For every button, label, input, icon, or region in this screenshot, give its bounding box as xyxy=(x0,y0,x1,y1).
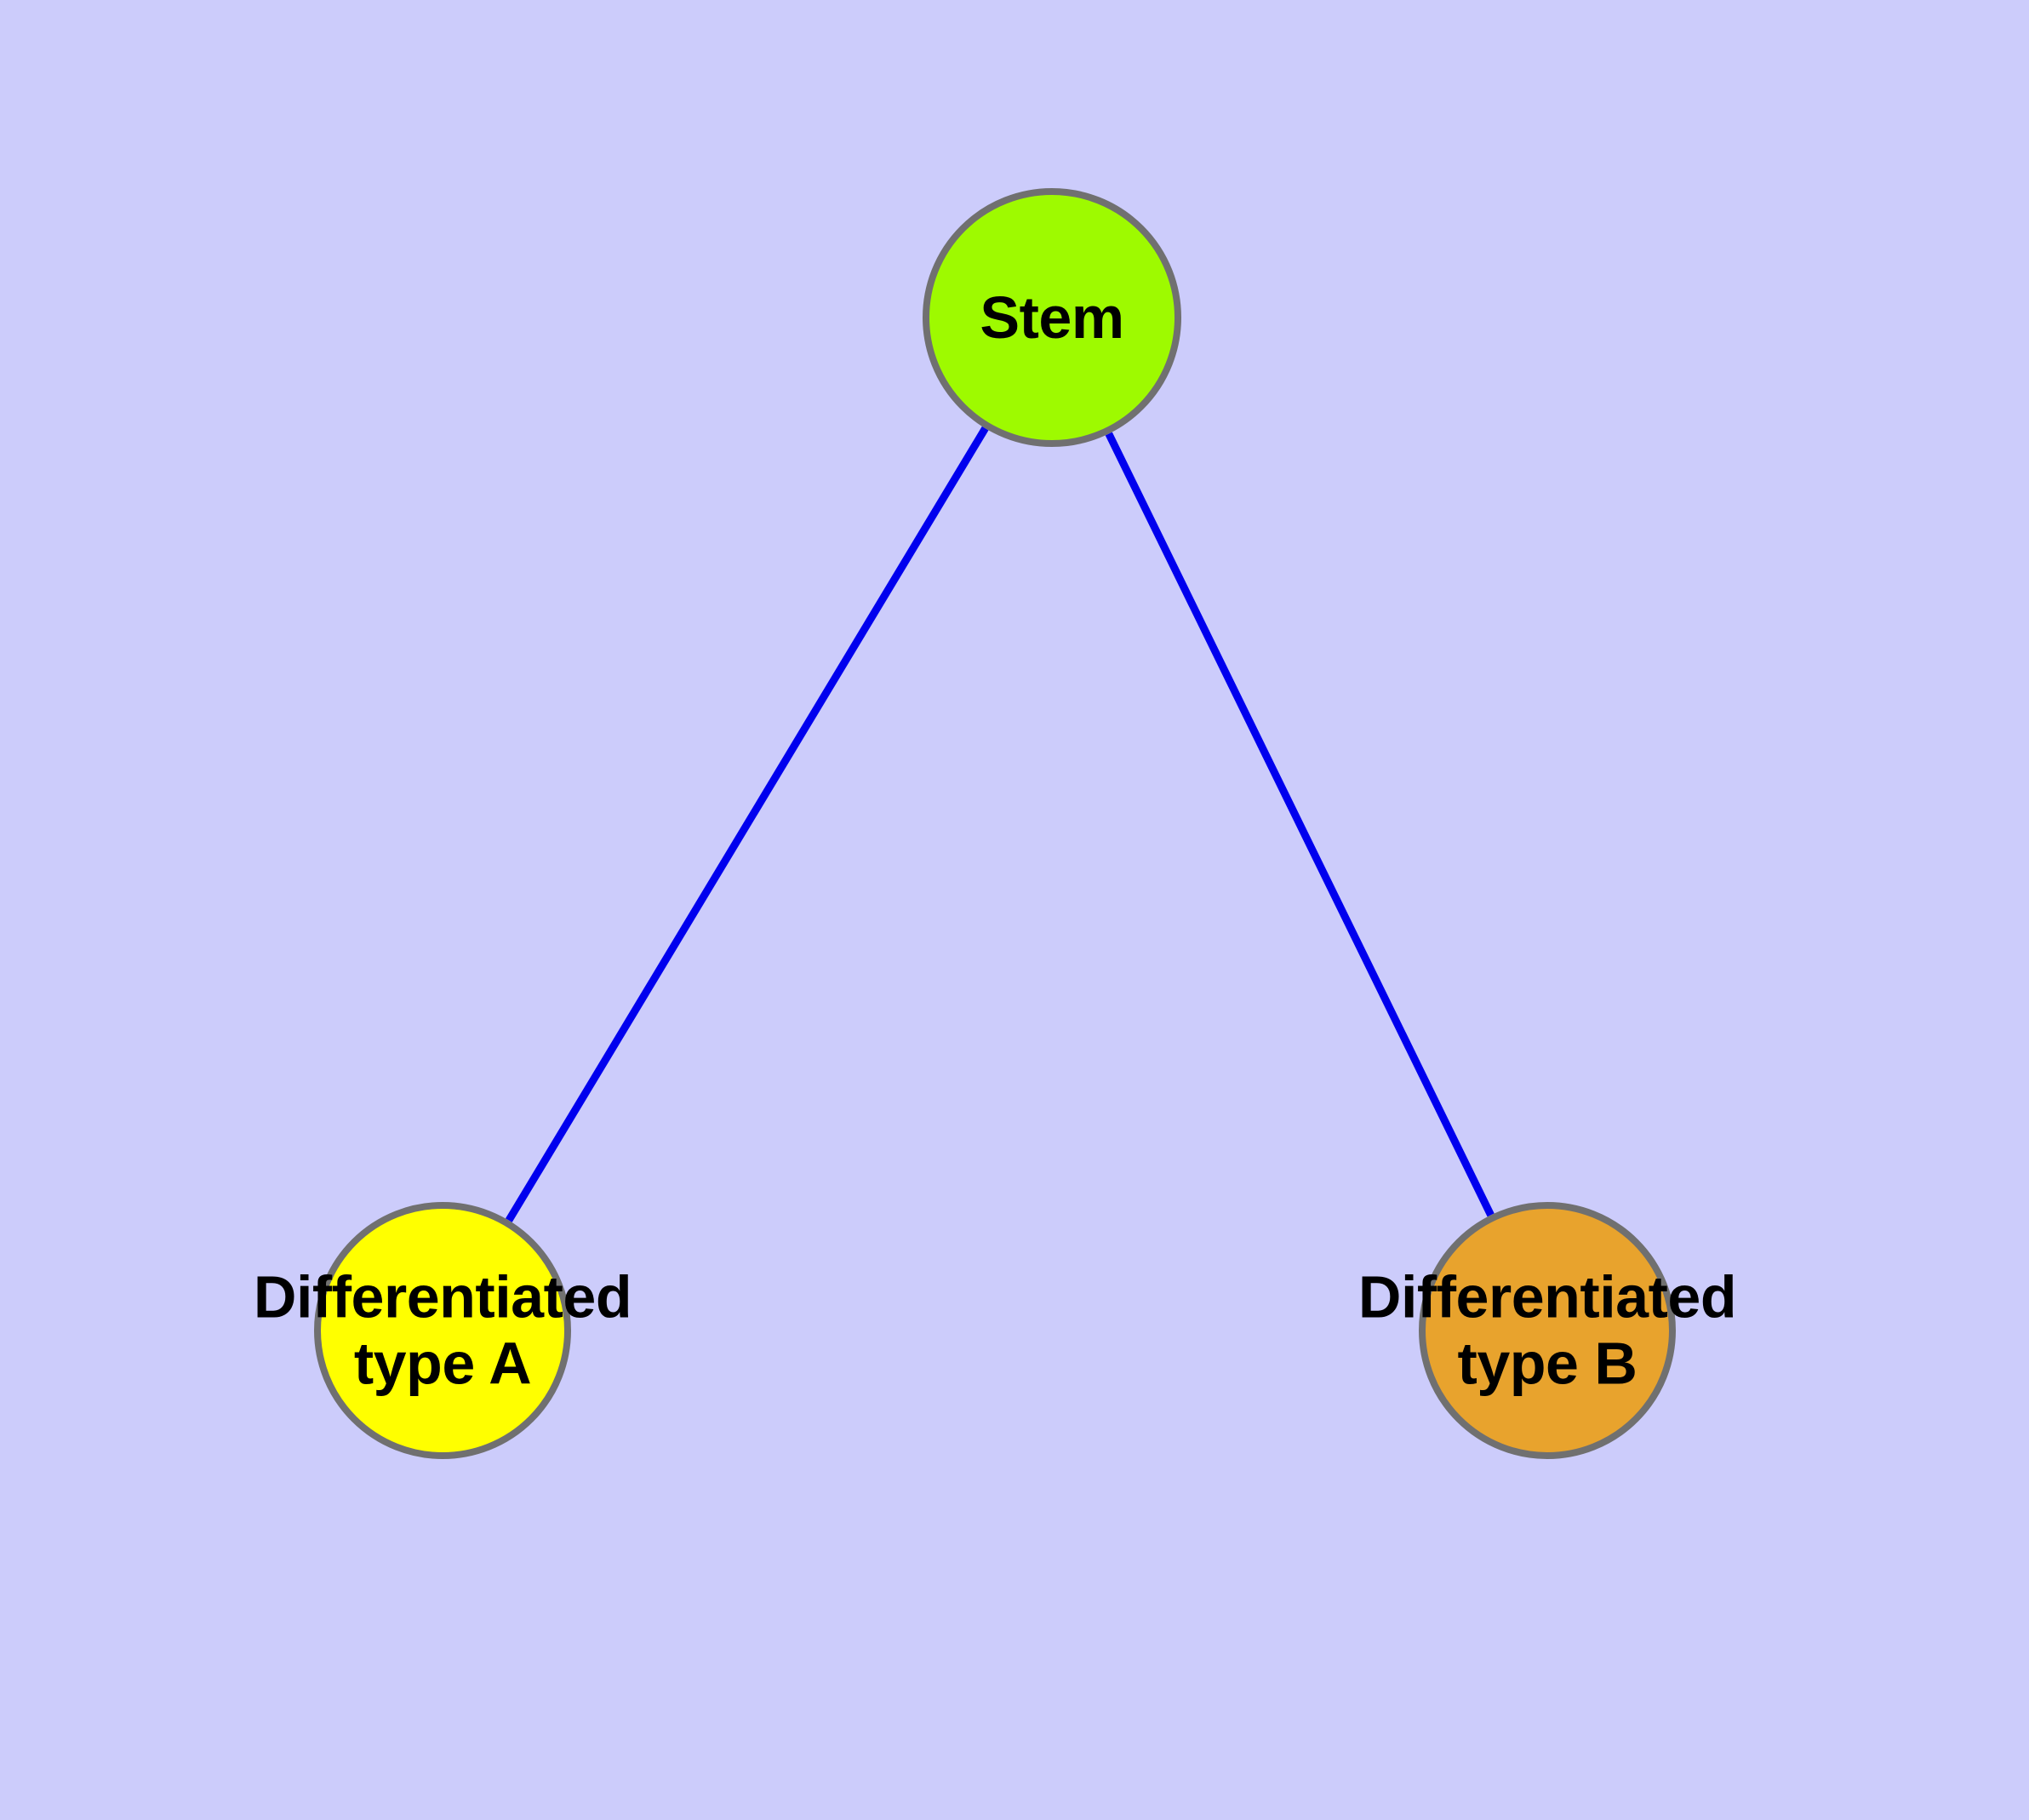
edge-stem-diff-a[interactable] xyxy=(505,426,989,1222)
node-layer xyxy=(314,188,1676,1459)
node-circle-diff-a[interactable] xyxy=(314,1202,571,1459)
node-circle-stem[interactable] xyxy=(923,188,1181,447)
edge-layer xyxy=(505,426,1495,1222)
edge-stem-diff-b[interactable] xyxy=(1105,432,1495,1217)
node-circle-diff-b[interactable] xyxy=(1419,1202,1676,1459)
